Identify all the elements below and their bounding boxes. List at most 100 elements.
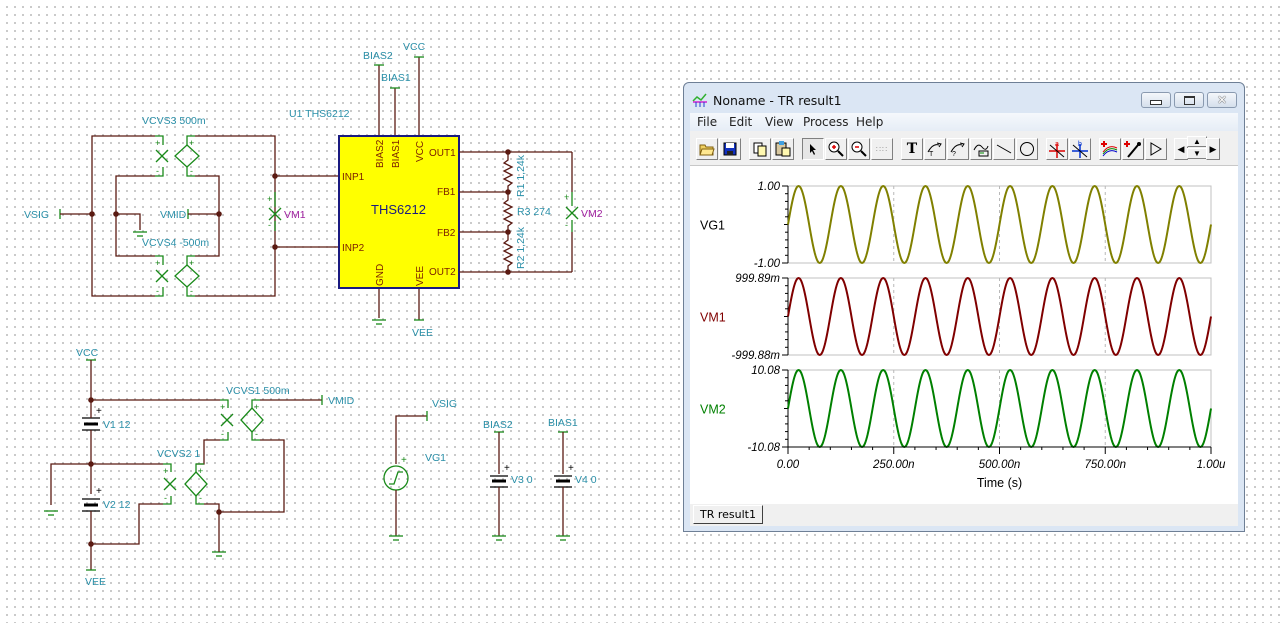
zoom-100-icon bbox=[851, 141, 867, 157]
waveform-chart[interactable]: 1.00-1.00VG1999.89m-999.88mVM110.08-10.0… bbox=[690, 166, 1238, 504]
battery-v3[interactable]: + V3 0 bbox=[490, 463, 533, 488]
pointer-button[interactable] bbox=[802, 138, 824, 160]
svg-text:+: + bbox=[96, 486, 102, 497]
svg-text:VM1: VM1 bbox=[284, 209, 306, 221]
svg-text:VEE: VEE bbox=[85, 576, 106, 588]
label-button[interactable]: T bbox=[924, 138, 946, 160]
svg-text:-: - bbox=[190, 286, 193, 296]
series-label-vm2: VM2 bbox=[700, 403, 726, 417]
y-tick-label: 10.08 bbox=[751, 365, 780, 377]
vmid-port-label: VMID bbox=[160, 209, 187, 221]
formula-button[interactable] bbox=[970, 138, 992, 160]
text-button[interactable]: T bbox=[901, 138, 923, 160]
svg-text:R2 1,24k: R2 1,24k bbox=[515, 226, 527, 269]
schematic-canvas[interactable]: VSIG VMID VCVS3 500m + - + bbox=[0, 0, 680, 623]
resistor-r3[interactable]: R3 274 bbox=[502, 192, 551, 232]
minimize-button[interactable] bbox=[1141, 92, 1171, 108]
cursor-a-icon: a bbox=[1049, 141, 1065, 158]
signal-generator-vg1[interactable]: + VG1 bbox=[383, 452, 446, 491]
supply-section: VCC + V1 12 + V2 12 VEE bbox=[44, 347, 355, 588]
menu-file[interactable]: File bbox=[697, 115, 718, 129]
svg-text:VEE: VEE bbox=[412, 327, 433, 339]
svg-text:+: + bbox=[198, 466, 203, 476]
zoom-100-button[interactable] bbox=[848, 138, 870, 160]
vcvs3[interactable]: VCVS3 500m +- +- bbox=[142, 115, 206, 177]
svg-text:-: - bbox=[565, 220, 568, 230]
x-tick-label: 0.00 bbox=[777, 459, 800, 471]
paste-button[interactable] bbox=[772, 138, 794, 160]
svg-text:FB1: FB1 bbox=[437, 187, 456, 198]
vcvs4[interactable]: VCVS4 -500m +- +- bbox=[142, 237, 209, 297]
voltmeter-vm1[interactable]: + - VM1 bbox=[267, 192, 306, 231]
grid-button[interactable]: ∷∷ bbox=[871, 138, 893, 160]
circle-button[interactable] bbox=[1016, 138, 1038, 160]
svg-text:+: + bbox=[267, 194, 272, 204]
copy-button[interactable] bbox=[749, 138, 771, 160]
result-tabs: TR result1 bbox=[690, 504, 1238, 526]
cursor-b-button[interactable]: b bbox=[1069, 138, 1091, 160]
title-bar[interactable]: Noname - TR result1 ✕ bbox=[684, 83, 1244, 113]
scroll-left-button[interactable]: ◀ bbox=[1174, 138, 1188, 160]
svg-text:VCVS3 500m: VCVS3 500m bbox=[142, 115, 206, 127]
scroll-up-button[interactable]: ▲ bbox=[1187, 136, 1207, 147]
menu-view[interactable]: View bbox=[765, 115, 794, 129]
cursor-a-button[interactable]: a bbox=[1046, 138, 1068, 160]
svg-text:-: - bbox=[268, 220, 271, 230]
trace-vm1 bbox=[787, 276, 1212, 357]
zoom-in-icon bbox=[828, 141, 844, 157]
scroll-up-icon: ▲ bbox=[1193, 136, 1201, 146]
resistor-r2[interactable]: R2 1,24k bbox=[502, 226, 527, 272]
vsig-port-label: VSIG bbox=[24, 209, 49, 221]
circle-icon bbox=[1020, 142, 1034, 156]
close-button[interactable]: ✕ bbox=[1207, 92, 1237, 108]
svg-text:BIAS1: BIAS1 bbox=[548, 417, 578, 429]
grid-icon: ∷∷ bbox=[875, 144, 889, 154]
menu-process[interactable]: Process bbox=[803, 115, 849, 129]
resistor-r1[interactable]: R1 1,24k bbox=[502, 152, 527, 197]
svg-text:-: - bbox=[156, 286, 159, 296]
save-button[interactable] bbox=[719, 138, 741, 160]
x-tick-label: 1.00u bbox=[1197, 459, 1226, 471]
add-curve-icon bbox=[1101, 141, 1118, 157]
y-tick-label: 999.89m bbox=[735, 273, 780, 285]
vcvs2[interactable]: VCVS2 1 +- +- bbox=[157, 448, 208, 505]
svg-text:VCVS4 -500m: VCVS4 -500m bbox=[142, 237, 209, 249]
line-button[interactable] bbox=[993, 138, 1015, 160]
svg-text:+: + bbox=[220, 402, 225, 412]
battery-v4[interactable]: + V4 0 bbox=[554, 463, 597, 488]
menu-bar: File Edit View Process Help bbox=[690, 113, 1238, 131]
copy-icon bbox=[753, 142, 767, 156]
svg-text:VCVS1 500m: VCVS1 500m bbox=[226, 385, 290, 397]
svg-text:BIAS1: BIAS1 bbox=[381, 72, 411, 84]
scroll-down-button[interactable]: ▼ bbox=[1187, 148, 1207, 159]
svg-text:-: - bbox=[199, 493, 202, 503]
open-button[interactable] bbox=[696, 138, 718, 160]
menu-edit[interactable]: Edit bbox=[729, 115, 753, 129]
vcvs1[interactable]: VCVS1 500m +- +- bbox=[220, 385, 290, 441]
svg-text:T: T bbox=[929, 151, 934, 157]
svg-text:-: - bbox=[156, 166, 159, 176]
svg-text:OUT2: OUT2 bbox=[429, 267, 456, 278]
menu-help[interactable]: Help bbox=[856, 115, 884, 129]
battery-v2[interactable]: + V2 12 bbox=[82, 486, 131, 512]
add-curve-button[interactable] bbox=[1099, 138, 1121, 160]
arrow-button[interactable] bbox=[1145, 138, 1167, 160]
svg-text:FB2: FB2 bbox=[437, 228, 456, 239]
probe-button[interactable] bbox=[1122, 138, 1144, 160]
formula-icon bbox=[973, 144, 989, 157]
series-label-vm1: VM1 bbox=[700, 311, 726, 325]
zoom-in-button[interactable] bbox=[825, 138, 847, 160]
question-label-button[interactable]: ? bbox=[947, 138, 969, 160]
question-label-icon: ? bbox=[950, 142, 965, 157]
chip-u1-ths6212[interactable]: U1 THS6212 BIAS2 BIAS1 VCC VEE THS6212 I… bbox=[289, 41, 572, 339]
scroll-right-button[interactable]: ▶ bbox=[1206, 138, 1220, 160]
voltmeter-vm2[interactable]: +- VM2 bbox=[564, 152, 603, 272]
battery-v1[interactable]: + V1 12 bbox=[82, 406, 131, 431]
x-axis-label: Time (s) bbox=[977, 476, 1022, 490]
y-tick-label: 1.00 bbox=[758, 181, 781, 193]
maximize-button[interactable] bbox=[1174, 92, 1204, 108]
svg-text:BIAS2: BIAS2 bbox=[375, 139, 386, 168]
svg-text:R3 274: R3 274 bbox=[517, 206, 551, 218]
tab-tr-result1[interactable]: TR result1 bbox=[693, 505, 763, 524]
